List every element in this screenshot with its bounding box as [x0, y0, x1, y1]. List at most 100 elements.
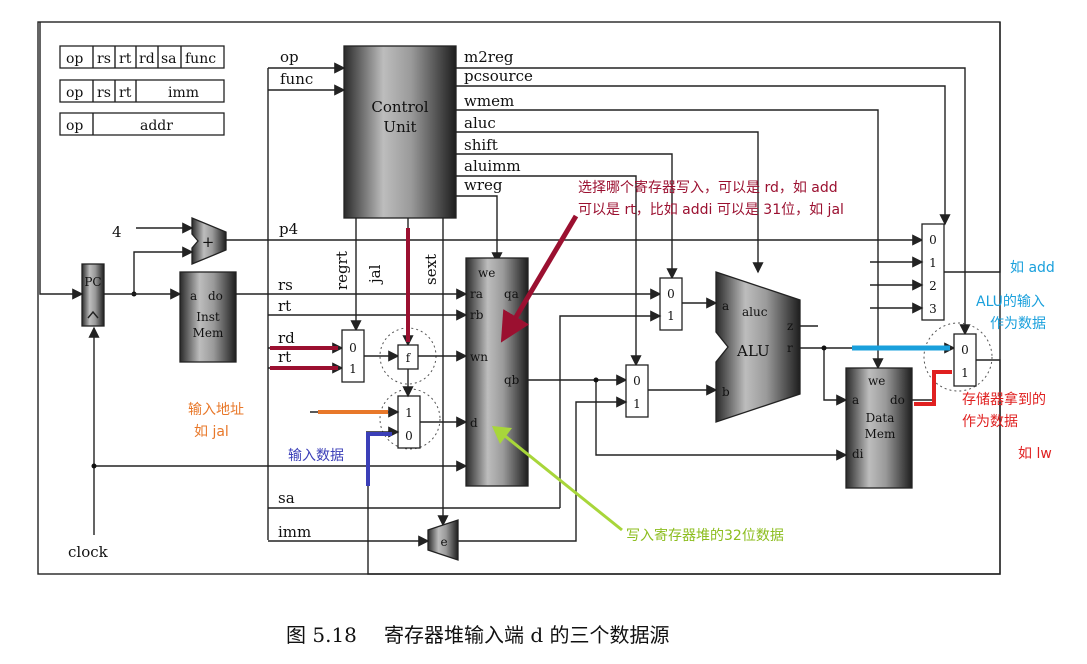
- cu-out-pcsource: pcsource: [464, 67, 533, 85]
- mux-m2reg-0: 0: [961, 343, 969, 357]
- inst-mem-title-2: Mem: [193, 326, 224, 340]
- e-box: e: [427, 519, 459, 561]
- annotation-data-input: 输入数据: [288, 432, 392, 486]
- cu-sig-jal: jal: [366, 264, 384, 285]
- mux-regrt: 0 1: [341, 329, 400, 383]
- mux-jal-0: 0: [405, 429, 413, 443]
- annotation-add: 如 add ALU的输入 作为数据: [852, 260, 1055, 351]
- dm-title-2: Mem: [865, 427, 896, 441]
- const-four: 4: [112, 223, 122, 241]
- annotation-addr-input: 输入地址 如 jal: [188, 402, 388, 440]
- caption-text: 寄存器堆输入端 d 的三个数据源: [384, 623, 670, 647]
- field-rt2: rt: [278, 348, 291, 366]
- mux-aluimm-1: 1: [633, 397, 641, 411]
- alu-b: b: [722, 385, 730, 399]
- mux-pc-2: 2: [929, 279, 937, 293]
- ifmt-rs: rs: [97, 85, 111, 101]
- field-sa: sa: [278, 489, 295, 507]
- ann-addr-1: 输入地址: [188, 402, 244, 418]
- field-imm: imm: [278, 523, 311, 541]
- annotation-lw: 存储器拿到的 作为数据 如 lw: [914, 370, 1052, 462]
- rf-wn: wn: [470, 350, 488, 364]
- inst-mem-a: a: [190, 289, 197, 303]
- mux-shift-0: 0: [667, 287, 675, 301]
- ifmt-imm: imm: [168, 85, 199, 101]
- field-rt: rt: [278, 297, 291, 315]
- ann-alu-input-1: ALU的输入: [976, 294, 1045, 310]
- cu-out-shift: shift: [464, 136, 498, 154]
- rf-ra: ra: [470, 287, 483, 301]
- mux-pcsource: 0 1 2 3: [870, 22, 1001, 321]
- ann-mem-data-2: 作为数据: [962, 414, 1018, 430]
- jfmt-addr: addr: [140, 118, 173, 134]
- alu-a: a: [722, 299, 729, 313]
- pc-adder: + 4 p4: [112, 217, 924, 297]
- rf-qa: qa: [504, 287, 519, 301]
- cu-out-m2reg: m2reg: [464, 48, 514, 66]
- mux-regrt-0: 0: [349, 341, 357, 355]
- alu-r: r: [787, 341, 793, 355]
- dm-we: we: [868, 374, 885, 388]
- cu-title-2: Unit: [383, 118, 416, 136]
- rfmt-rs: rs: [97, 51, 111, 67]
- annotation-write-data: 写入寄存器堆的32位数据: [492, 426, 784, 544]
- alu-label: ALU: [736, 342, 770, 360]
- rf-qb: qb: [504, 373, 520, 387]
- pc-label: PC: [84, 275, 101, 289]
- ann-addr-2: 如 jal: [194, 424, 229, 440]
- annotation-write-select: 选择哪个寄存器写入，可以是 rd，如 add 可以是 rt，比如 addi 可以…: [270, 179, 844, 370]
- cu-out-aluc: aluc: [464, 114, 496, 132]
- rfmt-func: func: [185, 51, 216, 67]
- ann-add: 如 add: [1010, 260, 1055, 276]
- p4-label: p4: [279, 220, 298, 238]
- mux-pc-1: 1: [929, 256, 937, 270]
- dm-do: do: [890, 393, 905, 407]
- cu-out-aluimm: aluimm: [464, 157, 521, 175]
- ann-write-data: 写入寄存器堆的32位数据: [626, 527, 784, 544]
- mux-pc-3: 3: [929, 302, 937, 316]
- rf-rb: rb: [470, 308, 484, 322]
- ifmt-rt: rt: [119, 85, 132, 101]
- field-rs: rs: [278, 276, 293, 294]
- dm-di: di: [852, 447, 864, 461]
- inst-mem: a do Inst Mem: [104, 271, 237, 363]
- ann-data-input: 输入数据: [288, 448, 344, 464]
- alu-z: z: [787, 319, 793, 333]
- ann-lw: 如 lw: [1018, 446, 1052, 462]
- mux-aluimm: 0 1: [458, 364, 718, 542]
- ann-alu-input-2: 作为数据: [990, 316, 1046, 332]
- alu: aluc a b ALU z r: [715, 271, 956, 423]
- ifmt-op: op: [66, 85, 83, 101]
- cu-title-1: Control: [371, 98, 428, 116]
- mux-m2reg: 0 1: [367, 322, 1001, 575]
- mux-jal-1: 1: [405, 406, 413, 420]
- caption-fig: 图 5.18: [286, 623, 357, 647]
- f-box-label: f: [406, 351, 412, 365]
- inst-mem-do: do: [208, 289, 223, 303]
- dm-title-1: Data: [866, 411, 895, 425]
- ann-mem-data-1: 存储器拿到的: [962, 391, 1046, 408]
- rfmt-rt: rt: [119, 51, 132, 67]
- mux-pc-0: 0: [929, 233, 937, 247]
- ann-write-select-2: 可以是 rt，比如 addi 可以是 31位，如 jal: [578, 202, 844, 218]
- rfmt-rd: rd: [139, 51, 155, 67]
- control-unit: Control Unit op func m2reg pcsource wmem…: [268, 45, 971, 527]
- rf-d: d: [470, 416, 478, 430]
- cu-out-wmem: wmem: [464, 92, 514, 110]
- rf-we: we: [478, 266, 495, 280]
- cu-sig-sext: sext: [422, 254, 440, 285]
- cu-sig-regrt: regrt: [333, 251, 351, 290]
- jfmt-op: op: [66, 118, 83, 134]
- inst-mem-title-1: Inst: [196, 310, 220, 324]
- mux-m2reg-1: 1: [961, 366, 969, 380]
- pc-register: PC: [39, 22, 105, 327]
- cu-in-func: func: [280, 70, 313, 88]
- rfmt-sa: sa: [161, 51, 177, 67]
- cu-in-op: op: [280, 48, 299, 66]
- clock-label: clock: [68, 543, 109, 561]
- dm-a: a: [852, 393, 859, 407]
- ann-write-select-1: 选择哪个寄存器写入，可以是 rd，如 add: [578, 179, 838, 196]
- e-box-label: e: [440, 535, 447, 549]
